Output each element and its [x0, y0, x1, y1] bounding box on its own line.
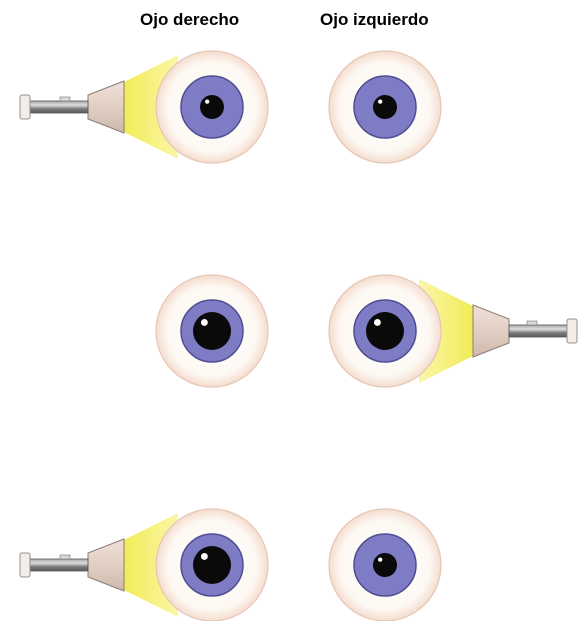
left-eye [329, 509, 441, 621]
penlight-barrel [30, 101, 88, 113]
penlight-cap [20, 95, 30, 119]
right-eye-highlight [201, 553, 208, 560]
left-eye-pupil [366, 312, 404, 350]
penlight-barrel [509, 325, 567, 337]
left-eye-highlight [378, 557, 382, 561]
penlight-cap [567, 319, 577, 343]
left-eye-pupil [373, 553, 397, 577]
penlight-cap [20, 553, 30, 577]
left-eye [329, 275, 441, 387]
right-eye-pupil [193, 312, 231, 350]
penlight-clip [60, 97, 70, 101]
right-eye-pupil [200, 95, 224, 119]
penlight-clip [527, 321, 537, 325]
penlight [419, 279, 577, 383]
left-eye-highlight [374, 319, 381, 326]
right-eye-highlight [201, 319, 208, 326]
right-eye-highlight [205, 99, 209, 103]
panel-row-1 [20, 51, 441, 163]
left-eye-highlight [378, 99, 382, 103]
penlight-head [88, 81, 124, 133]
penlight-head [88, 539, 124, 591]
panel-row-2 [156, 275, 577, 387]
right-eye [156, 275, 268, 387]
penlight-clip [60, 555, 70, 559]
left-eye [329, 51, 441, 163]
penlight-barrel [30, 559, 88, 571]
right-eye [156, 509, 268, 621]
panel-row-3 [20, 509, 441, 621]
right-eye-pupil [193, 546, 231, 584]
penlight [20, 55, 178, 159]
right-eye [156, 51, 268, 163]
left-eye-pupil [373, 95, 397, 119]
penlight [20, 513, 178, 617]
penlight-head [473, 305, 509, 357]
